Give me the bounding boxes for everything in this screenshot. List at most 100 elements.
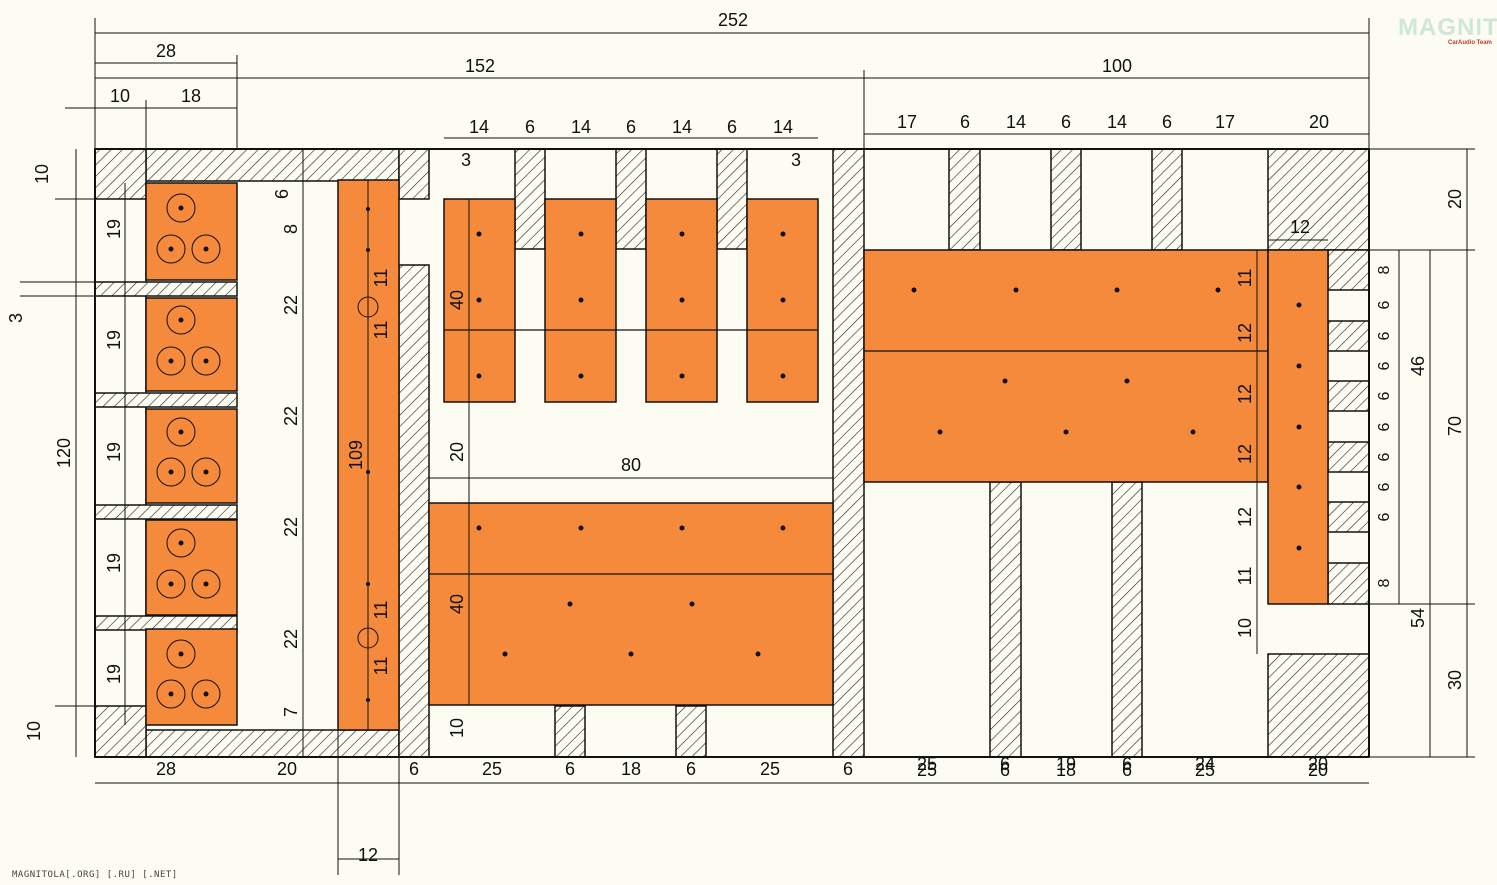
dim-port: 8 xyxy=(1376,578,1393,587)
dim-left-wall: 10 xyxy=(110,86,130,106)
dim-strip: 14 xyxy=(773,117,793,137)
dim-channel: 22 xyxy=(281,629,301,649)
dim-port: 6 xyxy=(1376,422,1393,431)
dim-slot-length: 109 xyxy=(346,440,366,470)
dim-bottom-right-alt: 25 xyxy=(1195,760,1215,780)
dim-rstrip: 14 xyxy=(1107,112,1127,132)
orange-boards xyxy=(145,179,1329,731)
dim-bottom-right-alt: 18 xyxy=(1056,760,1076,780)
dim-bottom-right-alt: 25 xyxy=(917,760,937,780)
dim-port: 6 xyxy=(1376,512,1393,521)
dim-strip: 14 xyxy=(571,117,591,137)
dim-channel: 6 xyxy=(272,189,292,199)
dim-far-right: 30 xyxy=(1445,670,1465,690)
dim-cell: 19 xyxy=(104,553,124,573)
dim-bottom: 18 xyxy=(621,759,641,779)
dim-port: 6 xyxy=(1376,482,1393,491)
dim-channel: 22 xyxy=(281,295,301,315)
dim-slot: 11 xyxy=(371,601,391,620)
dim-strip-gap: 3 xyxy=(461,150,471,170)
magnitola-logo: MAGNITOLA CarAudio Team xyxy=(1398,14,1497,46)
dim-port: 6 xyxy=(1376,361,1393,370)
dim-right-stack: 12 xyxy=(1235,444,1255,464)
dim-rstrip: 6 xyxy=(960,112,970,132)
dim-bottom-right-alt: 20 xyxy=(1308,760,1328,780)
dim-left-top-wall: 10 xyxy=(32,164,52,184)
dim-strip: 6 xyxy=(626,117,636,137)
dim-bottom: 25 xyxy=(482,759,502,779)
dim-right-board-width: 12 xyxy=(1290,217,1310,237)
dim-far-right: 46 xyxy=(1408,356,1428,376)
dim-middle-gap: 20 xyxy=(447,442,467,462)
dim-left-bottom-wall: 10 xyxy=(24,721,44,741)
dim-slot-width: 12 xyxy=(358,845,378,865)
dimension-lines xyxy=(20,18,1475,875)
dim-lower-board-width: 80 xyxy=(621,455,641,475)
dim-bottom-right: 19 xyxy=(1056,754,1076,774)
dim-right-stack: 11 xyxy=(1235,269,1255,288)
dim-rstrip: 17 xyxy=(1215,112,1235,132)
dim-slot: 11 xyxy=(371,269,391,288)
dim-bottom-right: 25 xyxy=(917,754,937,774)
dim-right-stack: 12 xyxy=(1235,507,1255,527)
dim-channel: 7 xyxy=(281,707,301,717)
dim-slot: 11 xyxy=(371,657,391,676)
dim-bottom: 20 xyxy=(277,759,297,779)
dim-lower-gap: 10 xyxy=(447,718,467,738)
dim-lower-board-height: 40 xyxy=(447,594,467,614)
dim-strip: 14 xyxy=(469,117,489,137)
logo-subtext: CarAudio Team xyxy=(1448,40,1492,46)
dim-channel: 22 xyxy=(281,406,301,426)
dim-bottom-right: 24 xyxy=(1195,754,1215,774)
dim-bottom-right: 6 xyxy=(1122,754,1132,774)
dim-cell: 19 xyxy=(104,442,124,462)
dim-rstrip: 14 xyxy=(1006,112,1026,132)
dim-strip-gap: 3 xyxy=(791,150,801,170)
dim-channel: 8 xyxy=(281,224,301,234)
dim-rstrip: 6 xyxy=(1162,112,1172,132)
logo-text: MAGNITOLA xyxy=(1398,14,1497,41)
dim-bottom: 28 xyxy=(156,759,176,779)
dim-cell: 19 xyxy=(104,664,124,684)
dim-bottom: 6 xyxy=(843,759,853,779)
dim-strip: 6 xyxy=(525,117,535,137)
dim-cell: 19 xyxy=(104,330,124,350)
dim-port: 6 xyxy=(1376,452,1393,461)
footer-watermark: MAGNITOLA[.ORG] [.RU] [.NET] xyxy=(12,870,178,880)
dimension-labels: 252 28 152 100 10 18 14 6 14 6 14 6 14 3… xyxy=(6,10,1465,865)
dim-bottom: 25 xyxy=(760,759,780,779)
dim-bottom-right-alt: 6 xyxy=(1122,760,1132,780)
dim-bottom: 6 xyxy=(686,759,696,779)
dim-bottom: 6 xyxy=(565,759,575,779)
dim-rstrip: 17 xyxy=(897,112,917,132)
dim-port: 8 xyxy=(1376,265,1393,274)
dim-right-gap: 10 xyxy=(1235,618,1255,638)
screw-dots xyxy=(168,205,1302,702)
dim-left-cell: 18 xyxy=(181,86,201,106)
dim-port: 6 xyxy=(1376,331,1393,340)
driver-circles xyxy=(156,193,379,709)
dim-strip: 14 xyxy=(672,117,692,137)
board-seams xyxy=(429,329,1268,575)
dim-right-stack: 12 xyxy=(1235,323,1255,343)
dim-cell: 19 xyxy=(104,219,124,239)
dim-strip: 6 xyxy=(727,117,737,137)
dim-right-section: 100 xyxy=(1102,56,1132,76)
dim-upper-board-height: 40 xyxy=(447,290,467,310)
dim-slot: 11 xyxy=(371,321,391,340)
dim-bottom-right: 20 xyxy=(1308,754,1328,774)
dim-port: 6 xyxy=(1376,391,1393,400)
dim-right-stack: 11 xyxy=(1235,567,1255,586)
dim-rstrip: 6 xyxy=(1061,112,1071,132)
dim-port: 6 xyxy=(1376,300,1393,309)
dim-overall-width: 252 xyxy=(718,10,748,30)
dim-far-right: 20 xyxy=(1445,189,1465,209)
dim-bottom-right-alt: 6 xyxy=(1000,760,1010,780)
dim-channel: 22 xyxy=(281,517,301,537)
dim-bottom: 6 xyxy=(409,759,419,779)
dim-rstrip: 20 xyxy=(1309,112,1329,132)
dim-shelf: 3 xyxy=(6,313,26,323)
dim-middle-section: 152 xyxy=(465,56,495,76)
dim-overall-height: 120 xyxy=(54,438,74,468)
